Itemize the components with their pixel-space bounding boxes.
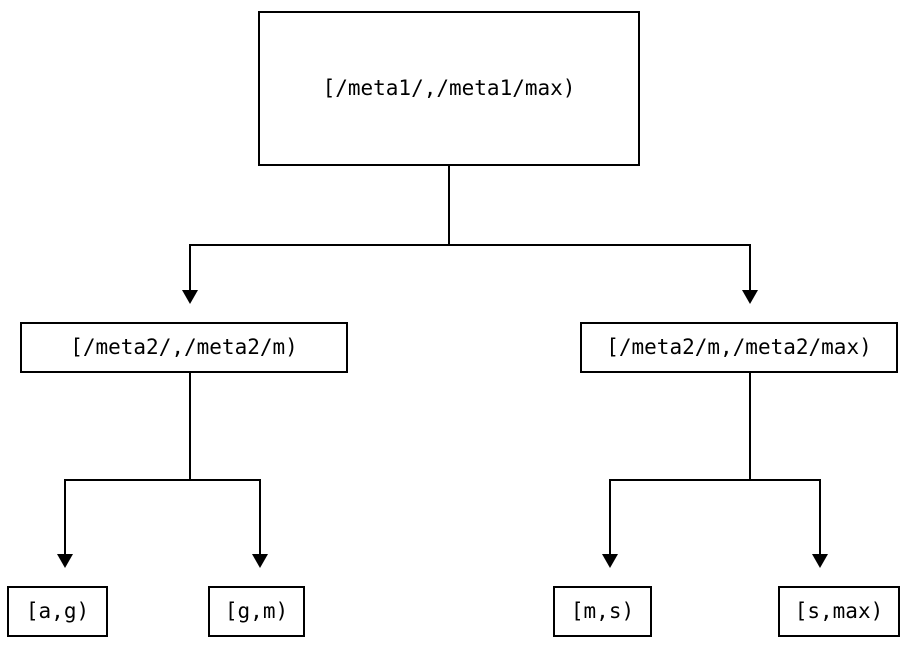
node-leaf-m-s[interactable]: [m,s) <box>553 586 652 637</box>
arrowhead-root-to-branch-left <box>182 290 198 304</box>
node-root-label: [/meta1/,/meta1/max) <box>322 75 576 100</box>
edge-branch-right-crossbar <box>609 479 821 481</box>
node-root[interactable]: [/meta1/,/meta1/max) <box>258 11 640 166</box>
edge-branch-left-to-leaf1-drop <box>64 479 66 555</box>
edge-branch-right-to-leaf4-drop <box>819 479 821 555</box>
arrowhead-branch-right-to-leaf3 <box>602 554 618 568</box>
edge-root-to-branch-right-drop <box>749 244 751 291</box>
edge-branch-left-to-leaf2-drop <box>259 479 261 555</box>
node-branch-left[interactable]: [/meta2/,/meta2/m) <box>20 322 348 373</box>
arrowhead-branch-left-to-leaf2 <box>252 554 268 568</box>
node-leaf-s-max[interactable]: [s,max) <box>778 586 900 637</box>
node-branch-right[interactable]: [/meta2/m,/meta2/max) <box>580 322 898 373</box>
edge-root-to-branch-left-drop <box>189 244 191 291</box>
edge-branch-right-to-leaf3-drop <box>609 479 611 555</box>
node-leaf-g-m-label: [g,m) <box>224 598 289 623</box>
edge-root-stem <box>448 166 450 246</box>
node-leaf-a-g-label: [a,g) <box>25 598 90 623</box>
arrowhead-branch-left-to-leaf1 <box>57 554 73 568</box>
node-branch-left-label: [/meta2/,/meta2/m) <box>70 334 298 359</box>
node-branch-right-label: [/meta2/m,/meta2/max) <box>606 334 872 359</box>
edge-branch-left-stem <box>189 373 191 481</box>
node-leaf-a-g[interactable]: [a,g) <box>7 586 108 637</box>
node-leaf-s-max-label: [s,max) <box>794 598 884 623</box>
arrowhead-root-to-branch-right <box>742 290 758 304</box>
edge-branch-left-crossbar <box>64 479 261 481</box>
node-leaf-g-m[interactable]: [g,m) <box>208 586 305 637</box>
node-leaf-m-s-label: [m,s) <box>570 598 635 623</box>
edge-root-crossbar <box>189 244 751 246</box>
arrowhead-branch-right-to-leaf4 <box>812 554 828 568</box>
edge-branch-right-stem <box>749 373 751 481</box>
